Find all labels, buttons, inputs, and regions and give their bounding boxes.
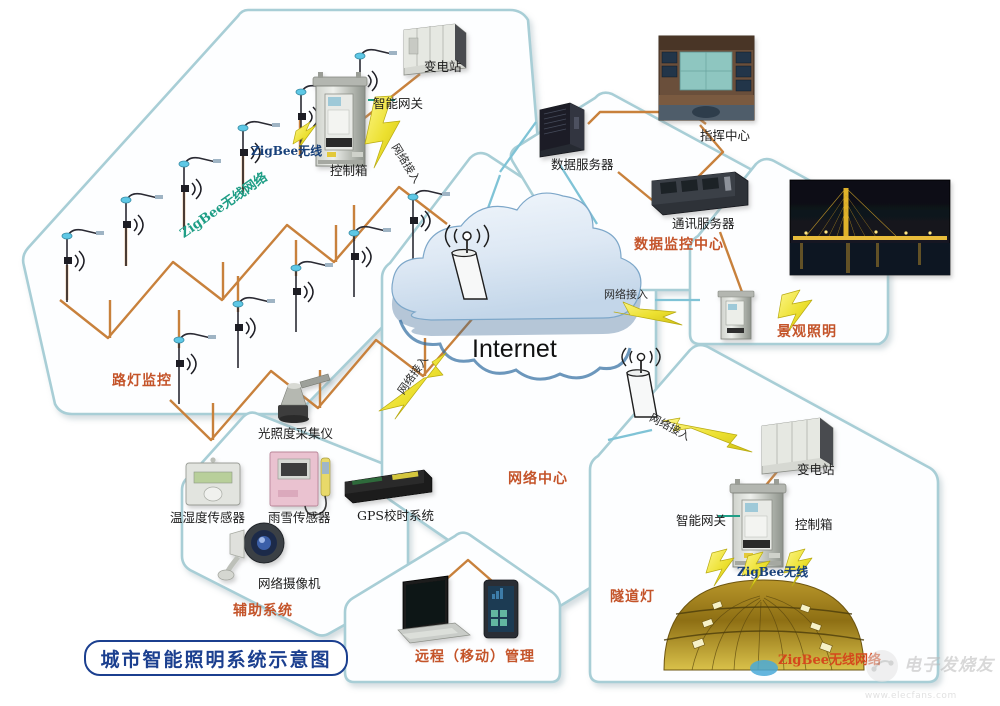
internet-label: Internet — [472, 335, 557, 363]
scenery-bridge-image — [789, 179, 951, 276]
substation-top-image — [403, 23, 467, 76]
command-center-image — [658, 35, 755, 121]
panel-street-monitoring — [21, 8, 542, 416]
device-label-gps-time-system: GPS校时系统 — [357, 508, 434, 523]
bolt-net-access-3 — [613, 301, 683, 326]
watermark-logo-icon — [865, 650, 898, 682]
bolt-tunnel-mid — [741, 551, 771, 590]
network-access-label-3: 网络接入 — [604, 288, 648, 301]
watermark-url: www.elecfans.com — [864, 691, 957, 701]
rain-snow-sensor-image — [269, 451, 331, 516]
laptop-image — [397, 575, 471, 644]
tablet-image — [483, 579, 519, 639]
data-server-image — [539, 102, 585, 158]
device-label-control-box-top: 控制箱 — [330, 163, 368, 178]
antenna-cloud-top — [444, 224, 490, 300]
diagram-title-box: 城市智能照明系统示意图 — [84, 640, 348, 676]
section-label-auxiliary: 辅助系统 — [233, 603, 293, 619]
panel-remote — [343, 531, 562, 684]
substation-bottom-image — [761, 417, 834, 475]
section-label-network-center: 网络中心 — [508, 471, 568, 487]
scenery-control-box-image — [717, 290, 755, 340]
section-label-data-monitoring: 数据监控中心 — [634, 237, 724, 253]
page-title: 城市智能照明系统示意图 — [100, 648, 332, 671]
bolt-tunnel-left — [705, 548, 735, 587]
bolt-zigbee-top — [292, 121, 317, 149]
device-label-network-camera: 网络摄像机 — [258, 576, 321, 591]
antenna-cloud-right — [621, 347, 661, 418]
zigbee-network-label-tunnel: ZigBee无线网络 — [778, 653, 882, 668]
tunnel-image — [663, 579, 865, 676]
control-box-bottom-image — [729, 479, 787, 568]
zigbee-label-tunnel: ZigBee无线 — [737, 565, 809, 579]
device-label-substation-bottom: 变电站 — [797, 462, 835, 477]
device-label-rain-snow-sensor: 雨雪传感器 — [268, 510, 331, 525]
device-label-temp-humid-sensor: 温湿度传感器 — [170, 510, 246, 525]
device-label-substation-top: 变电站 — [424, 59, 462, 74]
bolt-net-access-1 — [364, 95, 401, 169]
device-label-smart-gateway-bottom: 智能网关 — [676, 513, 727, 528]
bolt-tunnel-right — [783, 548, 813, 587]
watermark: 电子发烧友 www.elecfans.com — [865, 649, 994, 702]
temp-humid-sensor-image — [185, 457, 241, 506]
zigbee-label-top: ZigBee无线 — [251, 144, 323, 158]
section-label-street-monitoring: 路灯监控 — [112, 373, 172, 389]
watermark-text: 电子发烧友 — [904, 655, 994, 676]
bolt-scenery — [777, 289, 813, 333]
device-label-comm-server: 通讯服务器 — [672, 216, 735, 231]
section-label-remote: 远程（移动）管理 — [415, 649, 535, 665]
device-label-command-center: 指挥中心 — [700, 128, 751, 143]
bolt-net-access-2 — [378, 352, 447, 420]
device-label-light-sensor: 光照度采集仪 — [258, 426, 334, 441]
light-sensor-image — [278, 373, 331, 423]
control-box-top-image — [312, 72, 368, 167]
gps-time-system-image — [344, 469, 433, 504]
device-label-control-box-bottom: 控制箱 — [795, 517, 833, 532]
comm-server-image — [651, 171, 749, 216]
street-lamp-group — [61, 48, 450, 404]
device-label-data-server: 数据服务器 — [551, 157, 614, 172]
section-label-scenery: 景观照明 — [777, 324, 837, 340]
network-camera-image — [217, 522, 285, 581]
device-label-smart-gateway-top: 智能网关 — [373, 96, 424, 111]
bolt-net-access-4 — [662, 417, 753, 453]
section-label-tunnel: 隧道灯 — [610, 589, 655, 605]
internet-cloud — [391, 192, 642, 381]
